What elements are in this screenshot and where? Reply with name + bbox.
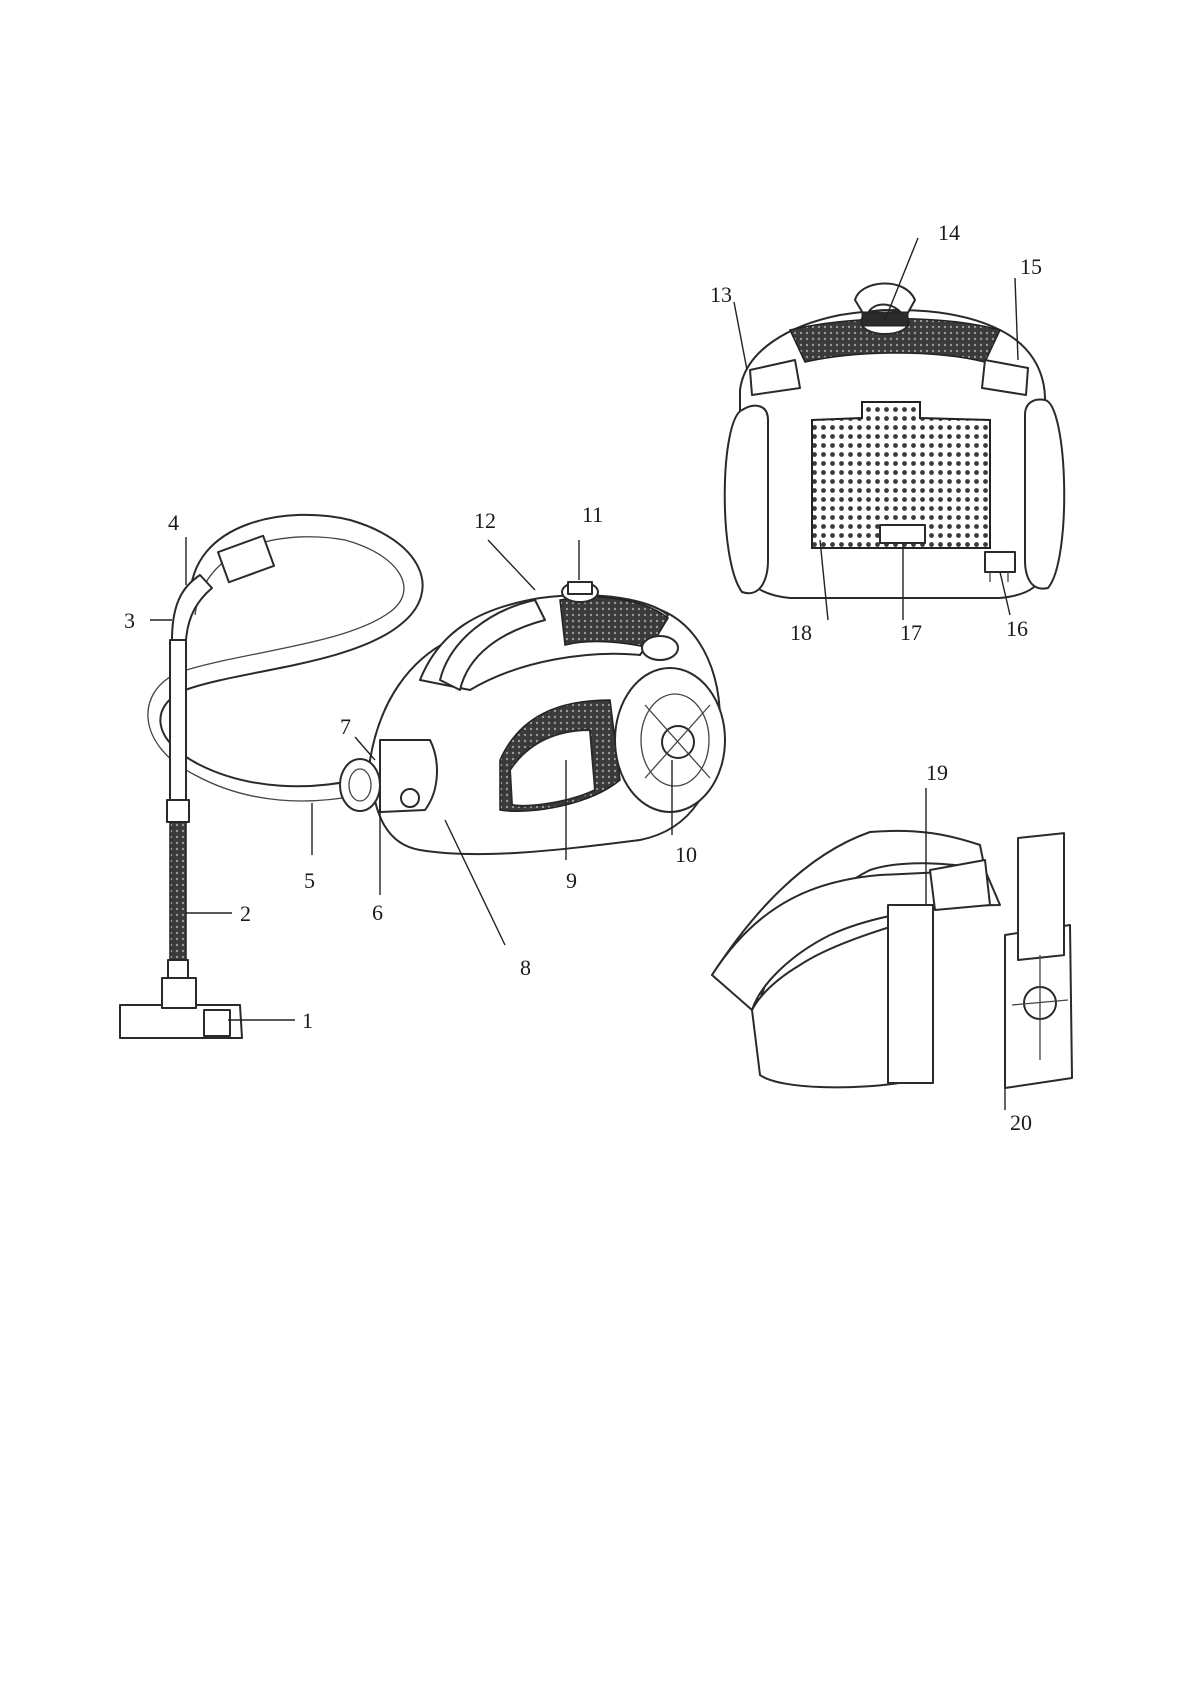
label-9: 9	[566, 868, 577, 893]
container-latch	[930, 860, 990, 910]
rear-right-wheel	[1025, 400, 1064, 589]
label-16: 16	[1006, 616, 1028, 641]
telescopic-tube-lower	[170, 822, 186, 962]
container-window	[888, 905, 933, 1083]
label-18: 18	[790, 620, 812, 645]
filter-frame-inner	[1018, 833, 1064, 960]
label-15: 15	[1020, 254, 1042, 279]
label-11: 11	[582, 502, 603, 527]
hose-cuff	[218, 536, 274, 582]
label-7: 7	[340, 714, 351, 739]
leader-12	[488, 540, 535, 590]
nozzle-pedal	[204, 1010, 230, 1036]
cord-rewind-button	[642, 636, 678, 660]
inlet-button	[401, 789, 419, 807]
label-17: 17	[900, 620, 922, 645]
telescopic-tube-upper	[170, 640, 186, 805]
label-6: 6	[372, 900, 383, 925]
hose-inlet-ring	[340, 759, 380, 811]
dust-container-drawing	[712, 831, 1072, 1088]
label-13: 13	[710, 282, 732, 307]
label-2: 2	[240, 901, 251, 926]
label-1: 1	[302, 1008, 313, 1033]
label-5: 5	[304, 868, 315, 893]
hose-handle	[172, 575, 212, 640]
power-plug	[985, 552, 1015, 572]
cap-stem	[568, 582, 592, 594]
rear-left-wheel	[725, 406, 768, 593]
leader-13	[734, 302, 747, 370]
vacuum-main-unit-drawing	[120, 515, 725, 1038]
filter-tab-rear	[880, 525, 925, 543]
nozzle-neck	[162, 978, 196, 1008]
label-12: 12	[474, 508, 496, 533]
label-3: 3	[124, 608, 135, 633]
label-8: 8	[520, 955, 531, 980]
label-4: 4	[168, 510, 179, 535]
label-14: 14	[938, 220, 960, 245]
rear-view-drawing	[725, 283, 1064, 598]
label-19: 19	[926, 760, 948, 785]
label-10: 10	[675, 842, 697, 867]
tube-slider	[167, 800, 189, 822]
label-20: 20	[1010, 1110, 1032, 1135]
